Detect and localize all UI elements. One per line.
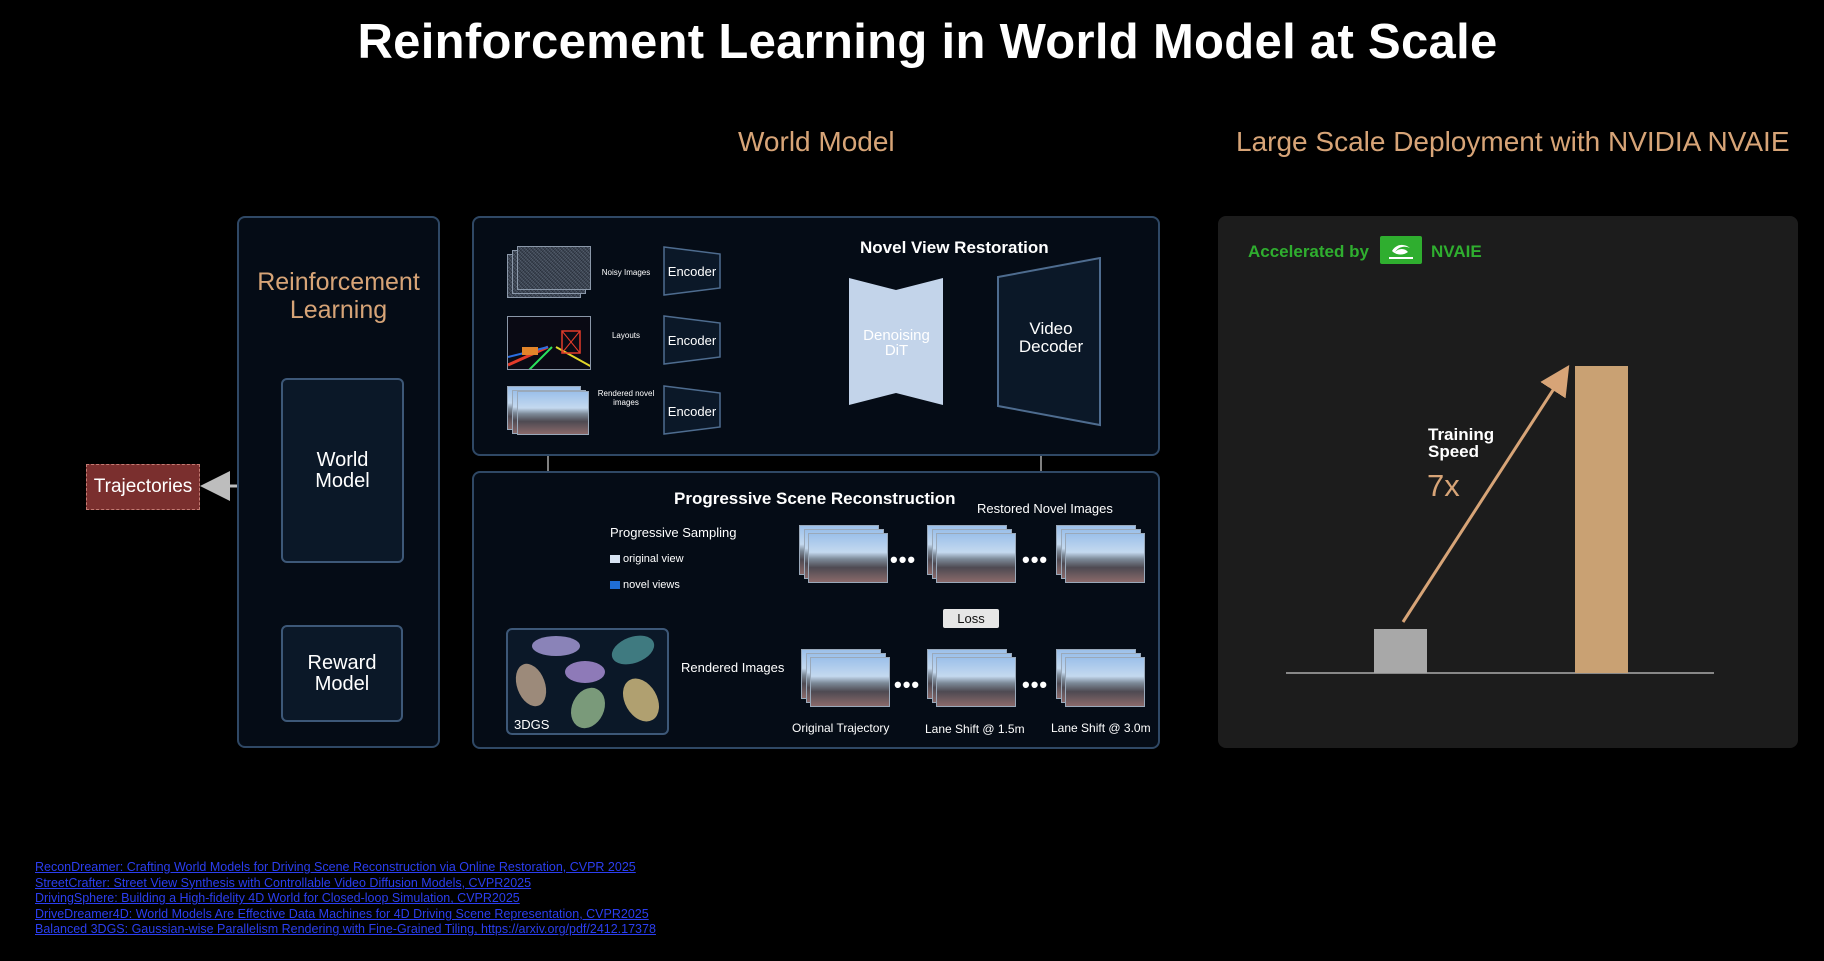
trajectories-box: Trajectories bbox=[86, 464, 200, 510]
layouts-label: Layouts bbox=[611, 331, 641, 340]
legend-novel-text: novel views bbox=[623, 579, 680, 591]
legend-original-text: original view bbox=[623, 553, 684, 565]
encoder-3: Encoder bbox=[667, 404, 717, 419]
denoising-dit-label: Denoising DiT bbox=[863, 327, 930, 359]
noisy-images-label: Noisy Images bbox=[601, 268, 651, 277]
ellipsis-1: ••• bbox=[890, 547, 917, 572]
encoders bbox=[663, 246, 721, 435]
rendered-thumb-3c bbox=[1065, 657, 1145, 707]
ref-drivingsphere[interactable]: DrivingSphere: Building a High-fidelity … bbox=[35, 891, 520, 906]
progressive-sampling-label: Progressive Sampling bbox=[610, 525, 737, 540]
speed-chart bbox=[1286, 364, 1714, 674]
ellipsis-2: ••• bbox=[1022, 547, 1049, 572]
ref-recondreamer[interactable]: ReconDreamer: Crafting World Models for … bbox=[35, 860, 636, 874]
restored-thumb-2c bbox=[936, 533, 1016, 583]
ref-balanced-3dgs[interactable]: Balanced 3DGS: Gaussian-wise Parallelism… bbox=[35, 922, 656, 937]
caption-lane-shift-3-0: Lane Shift @ 3.0m bbox=[1051, 721, 1151, 735]
training-speed-label: Training Speed bbox=[1428, 425, 1495, 461]
rendered-novel-label: Rendered novel images bbox=[597, 389, 655, 407]
legend-original-swatch bbox=[610, 555, 620, 564]
layouts-thumb bbox=[507, 316, 591, 370]
world-model-header: World Model bbox=[738, 126, 895, 157]
reward-model-box: Reward Model bbox=[281, 625, 403, 722]
nvr-title: Novel View Restoration bbox=[860, 238, 1049, 257]
denoising-dit-shape bbox=[849, 278, 943, 405]
3dgs-box bbox=[506, 628, 669, 735]
ref-streetcrafter[interactable]: StreetCrafter: Street View Synthesis wit… bbox=[35, 875, 532, 890]
noisy-images-thumb-3 bbox=[517, 246, 591, 290]
caption-original-trajectory: Original Trajectory bbox=[792, 721, 890, 735]
deployment-panel bbox=[1218, 216, 1798, 748]
rl-title: Reinforcement Learning bbox=[257, 268, 420, 324]
rendered-images-label: Rendered Images bbox=[681, 660, 785, 675]
accelerated-by-label: Accelerated by bbox=[1248, 242, 1369, 261]
references: ReconDreamer: Crafting World Models for … bbox=[35, 860, 656, 938]
legend-novel: novel views bbox=[610, 579, 680, 591]
bar-accelerated bbox=[1575, 366, 1628, 673]
encoder-2: Encoder bbox=[667, 333, 717, 348]
training-speed-value: 7x bbox=[1427, 468, 1460, 503]
rendered-thumb-1c bbox=[810, 657, 890, 707]
encoder-1: Encoder bbox=[667, 264, 717, 279]
speedup-arrow bbox=[1401, 364, 1570, 623]
page-title: Reinforcement Learning in World Model at… bbox=[357, 15, 1498, 69]
ellipsis-4: ••• bbox=[1022, 672, 1049, 697]
video-decoder-shape bbox=[997, 257, 1101, 427]
video-decoder-label: Video Decoder bbox=[1018, 319, 1084, 356]
legend-original: original view bbox=[610, 553, 684, 565]
deployment-header: Large Scale Deployment with NVIDIA NVAIE bbox=[1236, 126, 1790, 157]
caption-lane-shift-1-5: Lane Shift @ 1.5m bbox=[925, 722, 1025, 736]
world-model-box: World Model bbox=[281, 378, 404, 563]
world-model-label: World Model bbox=[315, 448, 370, 492]
rendered-thumb-2c bbox=[936, 657, 1016, 707]
rendered-novel-thumb-3 bbox=[517, 391, 589, 435]
legend-novel-swatch bbox=[610, 581, 620, 590]
restored-thumb-1c bbox=[808, 533, 888, 583]
ellipsis-3: ••• bbox=[894, 672, 921, 697]
nvaie-label: NVAIE bbox=[1431, 242, 1482, 261]
psr-title: Progressive Scene Reconstruction bbox=[674, 489, 956, 508]
restored-novel-label: Restored Novel Images bbox=[977, 501, 1113, 516]
bar-baseline bbox=[1374, 629, 1427, 673]
loss-box: Loss bbox=[943, 609, 999, 628]
ref-drivedreamer4d[interactable]: DriveDreamer4D: World Models Are Effecti… bbox=[35, 906, 649, 921]
reward-model-label: Reward Model bbox=[307, 651, 377, 695]
3dgs-label: 3DGS bbox=[514, 717, 550, 732]
restored-thumb-3c bbox=[1065, 533, 1145, 583]
nvidia-logo-icon bbox=[1380, 236, 1422, 264]
